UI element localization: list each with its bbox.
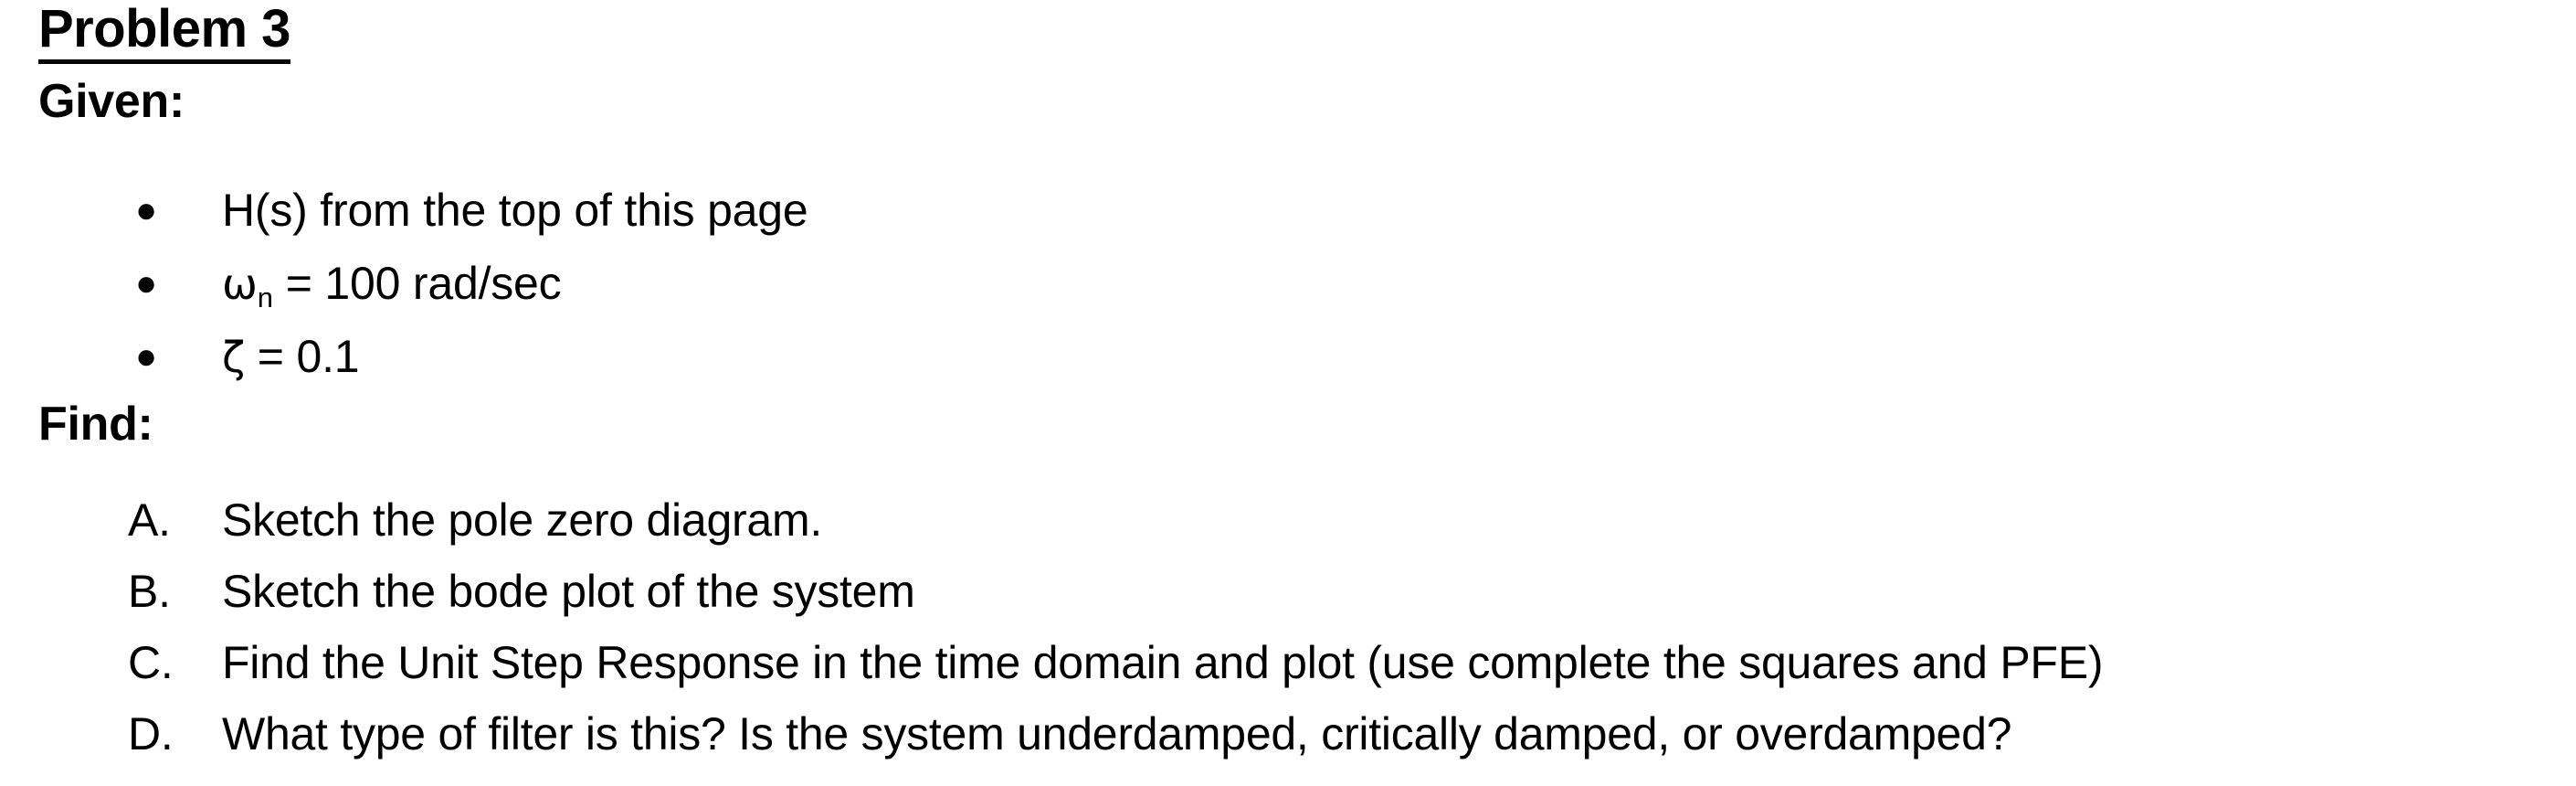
list-item-marker: D.	[128, 708, 174, 759]
list-item: ● ζ = 0.1	[0, 320, 2576, 393]
list-item: ● H(s) from the top of this page	[0, 174, 2576, 247]
find-section-label: Find:	[38, 398, 153, 451]
list-item-label: ωn = 100 rad/sec	[222, 247, 562, 326]
given-bullet-list: ● H(s) from the top of this page ● ωn = …	[0, 174, 2576, 393]
list-item-marker: A.	[128, 494, 171, 546]
list-item: A. Sketch the pole zero diagram.	[0, 484, 2576, 556]
given-section-label: Given:	[38, 75, 185, 128]
list-item-marker: B.	[128, 566, 171, 617]
bullet-icon: ●	[135, 336, 158, 377]
list-item: C. Find the Unit Step Response in the ti…	[0, 627, 2576, 698]
page-title-text: Problem 3	[38, 0, 290, 58]
list-item: ● ωn = 100 rad/sec	[0, 247, 2576, 320]
list-item: B. Sketch the bode plot of the system	[0, 556, 2576, 627]
list-item: D. What type of filter is this? Is the s…	[0, 698, 2576, 770]
omega-subscript: n	[257, 281, 273, 313]
list-item-label: Find the Unit Step Response in the time …	[222, 637, 2104, 688]
list-item-marker: C.	[128, 637, 174, 688]
zeta-symbol: ζ	[222, 333, 246, 382]
list-item-label: H(s) from the top of this page	[222, 185, 808, 236]
zeta-value-text: = 0.1	[245, 331, 360, 382]
list-item-label: What type of filter is this? Is the syst…	[222, 708, 2012, 759]
omega-value-text: = 100 rad/sec	[273, 258, 562, 309]
omega-symbol: ω	[222, 260, 258, 309]
list-item-label: Sketch the pole zero diagram.	[222, 494, 823, 546]
bullet-icon: ●	[135, 263, 158, 303]
page-title: Problem 3	[38, 0, 290, 64]
list-item-label: Sketch the bode plot of the system	[222, 566, 915, 617]
bullet-icon: ●	[135, 190, 158, 230]
find-lettered-list: A. Sketch the pole zero diagram. B. Sket…	[0, 484, 2576, 770]
list-item-label: ζ = 0.1	[222, 320, 360, 394]
